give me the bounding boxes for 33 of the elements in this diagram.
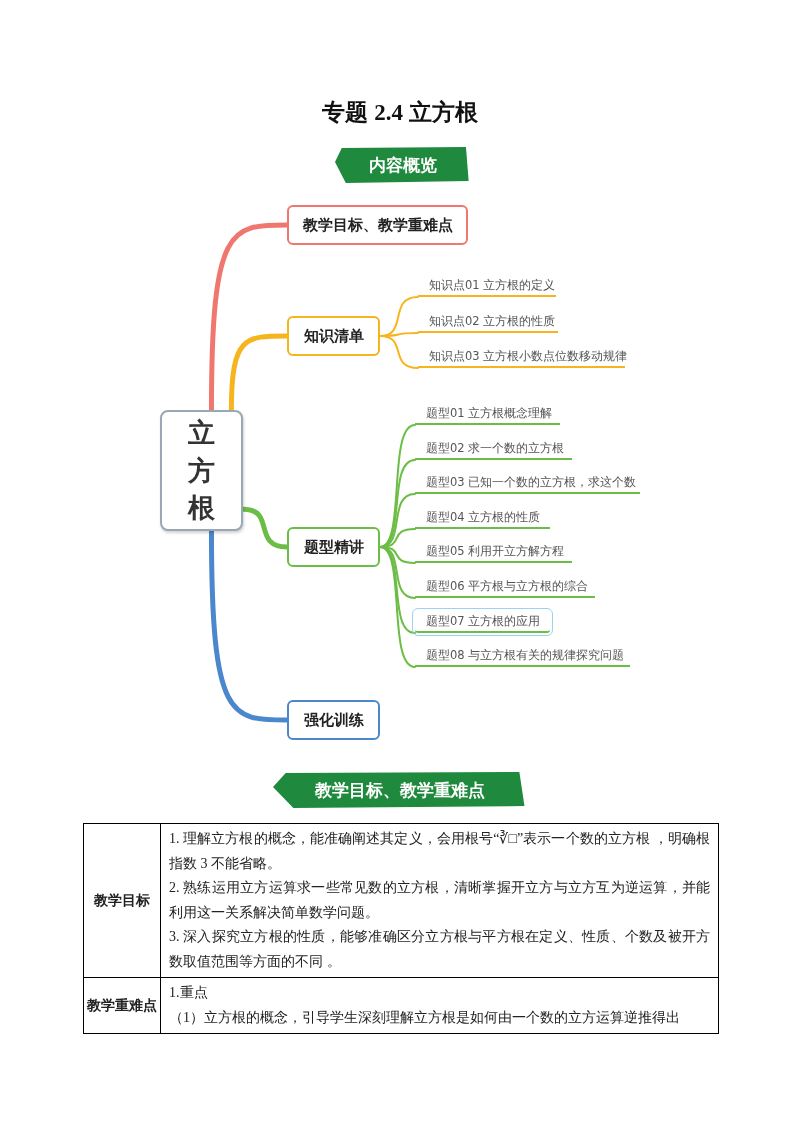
- subtopic-item: 知识点02 立方根的性质: [418, 311, 558, 333]
- branch-connector: [228, 333, 290, 413]
- objective-paragraph: 2. 熟练运用立方运算求一些常见数的立方根，清晰掌握开立方与立方互为逆运算，并能利用这一关系解决简单数学问题。: [169, 879, 710, 922]
- objective-paragraph: 3. 深入探究立方根的性质，能够准确区分立方根与平方根在定义、性质、个数及被开方数取值范围等方面的不同 。: [169, 928, 710, 971]
- subtopic-item: 题型04 立方根的性质: [415, 507, 550, 529]
- central-topic-box: 立方根: [160, 410, 243, 531]
- subtopic-item: 题型08 与立方根有关的规律探究问题: [415, 645, 630, 667]
- branch-connector: [379, 335, 419, 369]
- topic-box: 强化训练: [287, 700, 380, 740]
- subtopic-item: 题型07 立方根的应用: [415, 611, 550, 633]
- branch-connector: [379, 546, 416, 668]
- subtopic-item: 题型05 利用开立方解方程: [415, 541, 572, 563]
- topic-box: 知识清单: [287, 316, 380, 356]
- subtopic-item: 题型06 平方根与立方根的综合: [415, 576, 595, 598]
- objective-paragraph: 1. 理解立方根的概念，能准确阐述其定义，会用根号“∛□”表示一个数的立方根 ，明确根指数 3 不能省略。: [169, 829, 710, 873]
- subtopic-item: 题型02 求一个数的立方根: [415, 438, 572, 460]
- section-heading: 1.重点: [169, 984, 209, 1002]
- row-heading: 教学重难点: [87, 995, 157, 1015]
- section-banner: 内容概览: [335, 147, 470, 183]
- topic-box: 题型精讲: [287, 527, 380, 567]
- branch-connector: [208, 528, 290, 723]
- section-banner: 教学目标、教学重难点: [273, 772, 527, 808]
- subtopic-item: 题型03 已知一个数的立方根，求这个数: [415, 472, 640, 494]
- branch-connector: [208, 222, 290, 413]
- row-heading: 教学目标: [94, 890, 150, 910]
- subtopic-item: 知识点01 立方根的定义: [418, 275, 556, 297]
- branch-connector: [240, 506, 290, 550]
- branch-connector: [379, 459, 416, 548]
- subtopic-item: 知识点03 立方根小数点位数移动规律: [418, 346, 625, 368]
- topic-box: 教学目标、教学重难点: [287, 205, 468, 245]
- page-title: 专题 2.4 立方根: [321, 99, 479, 127]
- body-paragraph: （1）立方根的概念，引导学生深刻理解立方根是如何由一个数的立方运算逆推得出: [169, 1008, 681, 1027]
- subtopic-item: 题型01 立方根概念理解: [415, 403, 560, 425]
